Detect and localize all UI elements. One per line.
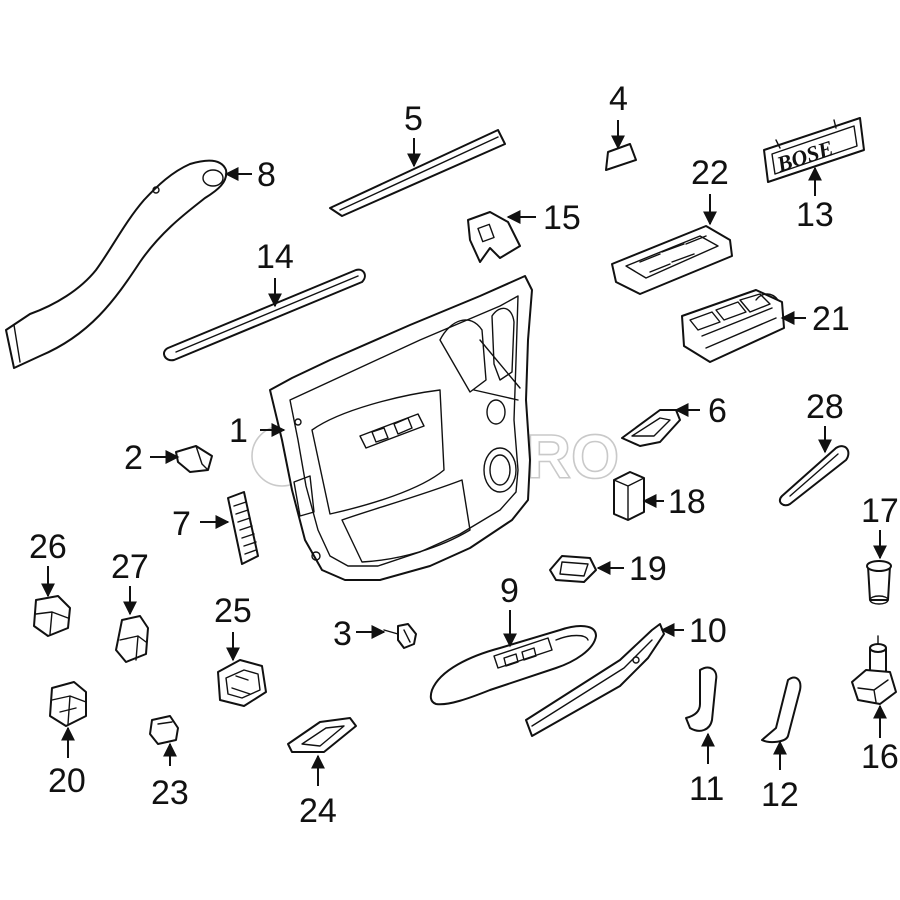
- callout-3: 3: [333, 615, 352, 653]
- part-25-switch: [217, 659, 267, 707]
- part-5-belt-molding: [329, 129, 506, 217]
- part-8-pillar-trim: [5, 159, 228, 369]
- callout-7: 7: [172, 505, 191, 543]
- callout-4: 4: [609, 80, 628, 118]
- part-6-inner-handle: [621, 409, 681, 447]
- callout-10: 10: [689, 612, 727, 650]
- callout-20: 20: [48, 762, 86, 800]
- part-11-handle: [685, 666, 718, 732]
- part-12-handle: [761, 676, 802, 744]
- callout-17: 17: [861, 492, 899, 530]
- part-20-switch: [49, 681, 87, 727]
- callout-5: 5: [404, 100, 423, 138]
- part-22-switch-bezel: [611, 225, 733, 295]
- part-26-switch: [33, 595, 71, 637]
- part-24-bezel: [287, 717, 357, 753]
- part-28-trim-strip: [778, 445, 850, 507]
- callout-27: 27: [111, 548, 149, 586]
- part-21-window-switch: [681, 289, 785, 363]
- leader-lines: [41, 120, 887, 786]
- part-27-switch: [115, 615, 149, 663]
- callout-14: 14: [256, 238, 294, 276]
- callout-24: 24: [299, 792, 337, 830]
- part-9-armrest: [429, 625, 597, 706]
- callout-15: 15: [543, 199, 581, 237]
- part-23-clip: [149, 715, 179, 745]
- callout-12: 12: [761, 776, 799, 814]
- part-3-screw: [383, 623, 417, 649]
- callout-22: 22: [691, 154, 729, 192]
- callout-6: 6: [708, 392, 727, 430]
- callout-9: 9: [500, 572, 519, 610]
- callout-26: 26: [29, 528, 67, 566]
- callout-16: 16: [861, 738, 899, 776]
- callout-23: 23: [151, 774, 189, 812]
- callout-25: 25: [214, 592, 252, 630]
- callout-1: 1: [229, 412, 248, 450]
- callout-labels: 1 2 3 4 5 6 7 8 9 10 11 12 13 14 15 16 1…: [29, 80, 899, 830]
- part-19-switch: [549, 555, 597, 583]
- part-1-door-panel: [269, 275, 533, 581]
- part-15-bracket: [467, 211, 521, 263]
- part-17-cylinder: [866, 560, 892, 605]
- callout-2: 2: [124, 439, 143, 477]
- part-13-bose-badge: BOSE: [763, 117, 865, 183]
- callout-19: 19: [629, 550, 667, 588]
- callout-28: 28: [806, 388, 844, 426]
- callout-11: 11: [689, 770, 724, 808]
- callout-18: 18: [668, 483, 706, 521]
- part-7-speaker-grille: [227, 491, 259, 565]
- part-18-module: [613, 471, 645, 521]
- callout-8: 8: [257, 156, 276, 194]
- callout-13: 13: [796, 196, 834, 234]
- part-4-pad: [605, 143, 637, 171]
- callout-21: 21: [812, 300, 850, 338]
- part-14-molding-strip: [163, 268, 366, 362]
- part-2-clip: [175, 445, 213, 473]
- part-16-actuator: [851, 635, 897, 705]
